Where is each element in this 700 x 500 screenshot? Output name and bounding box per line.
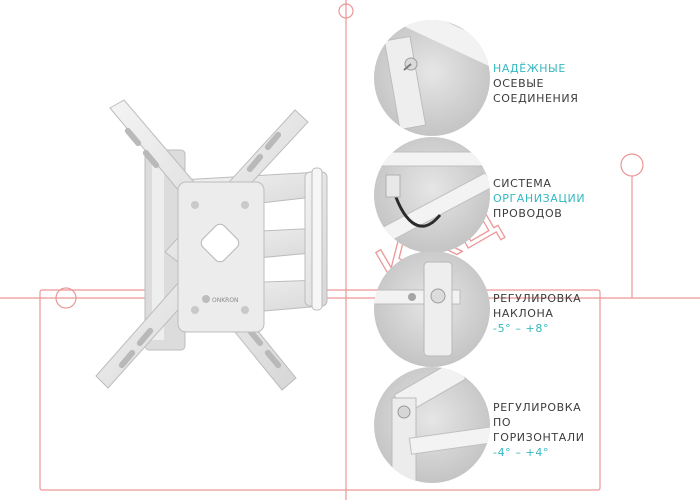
feature-axial-joints: НАДЁЖНЫЕ ОСЕВЫЕ СОЕДИНЕНИЯ [493, 61, 578, 106]
detail-bubble-3 [374, 251, 490, 367]
feature-line: ГОРИЗОНТАЛИ [493, 431, 585, 444]
feature-line: РЕГУЛИРОВКА [493, 292, 582, 305]
detail-bubble-4 [374, 367, 490, 483]
feature-line: СИСТЕМА [493, 177, 552, 190]
feature-cable-management: СИСТЕМА ОРГАНИЗАЦИИ ПРОВОДОВ [493, 176, 585, 221]
watermark-ring-top [338, 3, 354, 19]
feature-line: ПРОВОДОВ [493, 207, 563, 220]
feature-horizontal-adjustment: РЕГУЛИРОВКА ПО ГОРИЗОНТАЛИ -4° – +4° [493, 400, 585, 460]
feature-line: ОРГАНИЗАЦИИ [493, 192, 586, 205]
wall-mount: ONKRON [95, 99, 328, 391]
feature-line: СОЕДИНЕНИЯ [493, 92, 579, 105]
watermark-ring-right [620, 153, 644, 177]
feature-tilt-adjustment: РЕГУЛИРОВКА НАКЛОНА -5° – +8° [493, 291, 581, 336]
detail-bubble-2 [374, 137, 490, 253]
detail-bubble-1 [374, 20, 490, 136]
feature-line: -4° – +4° [493, 446, 550, 459]
watermark-ring-left [55, 287, 77, 309]
feature-line: ПО [493, 416, 512, 429]
brand-logo-icon [202, 295, 210, 303]
feature-line: НАКЛОНА [493, 307, 554, 320]
brand-logo-text: ONKRON [212, 297, 239, 304]
feature-line: ОСЕВЫЕ [493, 77, 545, 90]
center-hole [200, 223, 240, 263]
feature-line: -5° – +8° [493, 322, 550, 335]
feature-line: НАДЁЖНЫЕ [493, 62, 566, 75]
feature-line: РЕГУЛИРОВКА [493, 401, 582, 414]
